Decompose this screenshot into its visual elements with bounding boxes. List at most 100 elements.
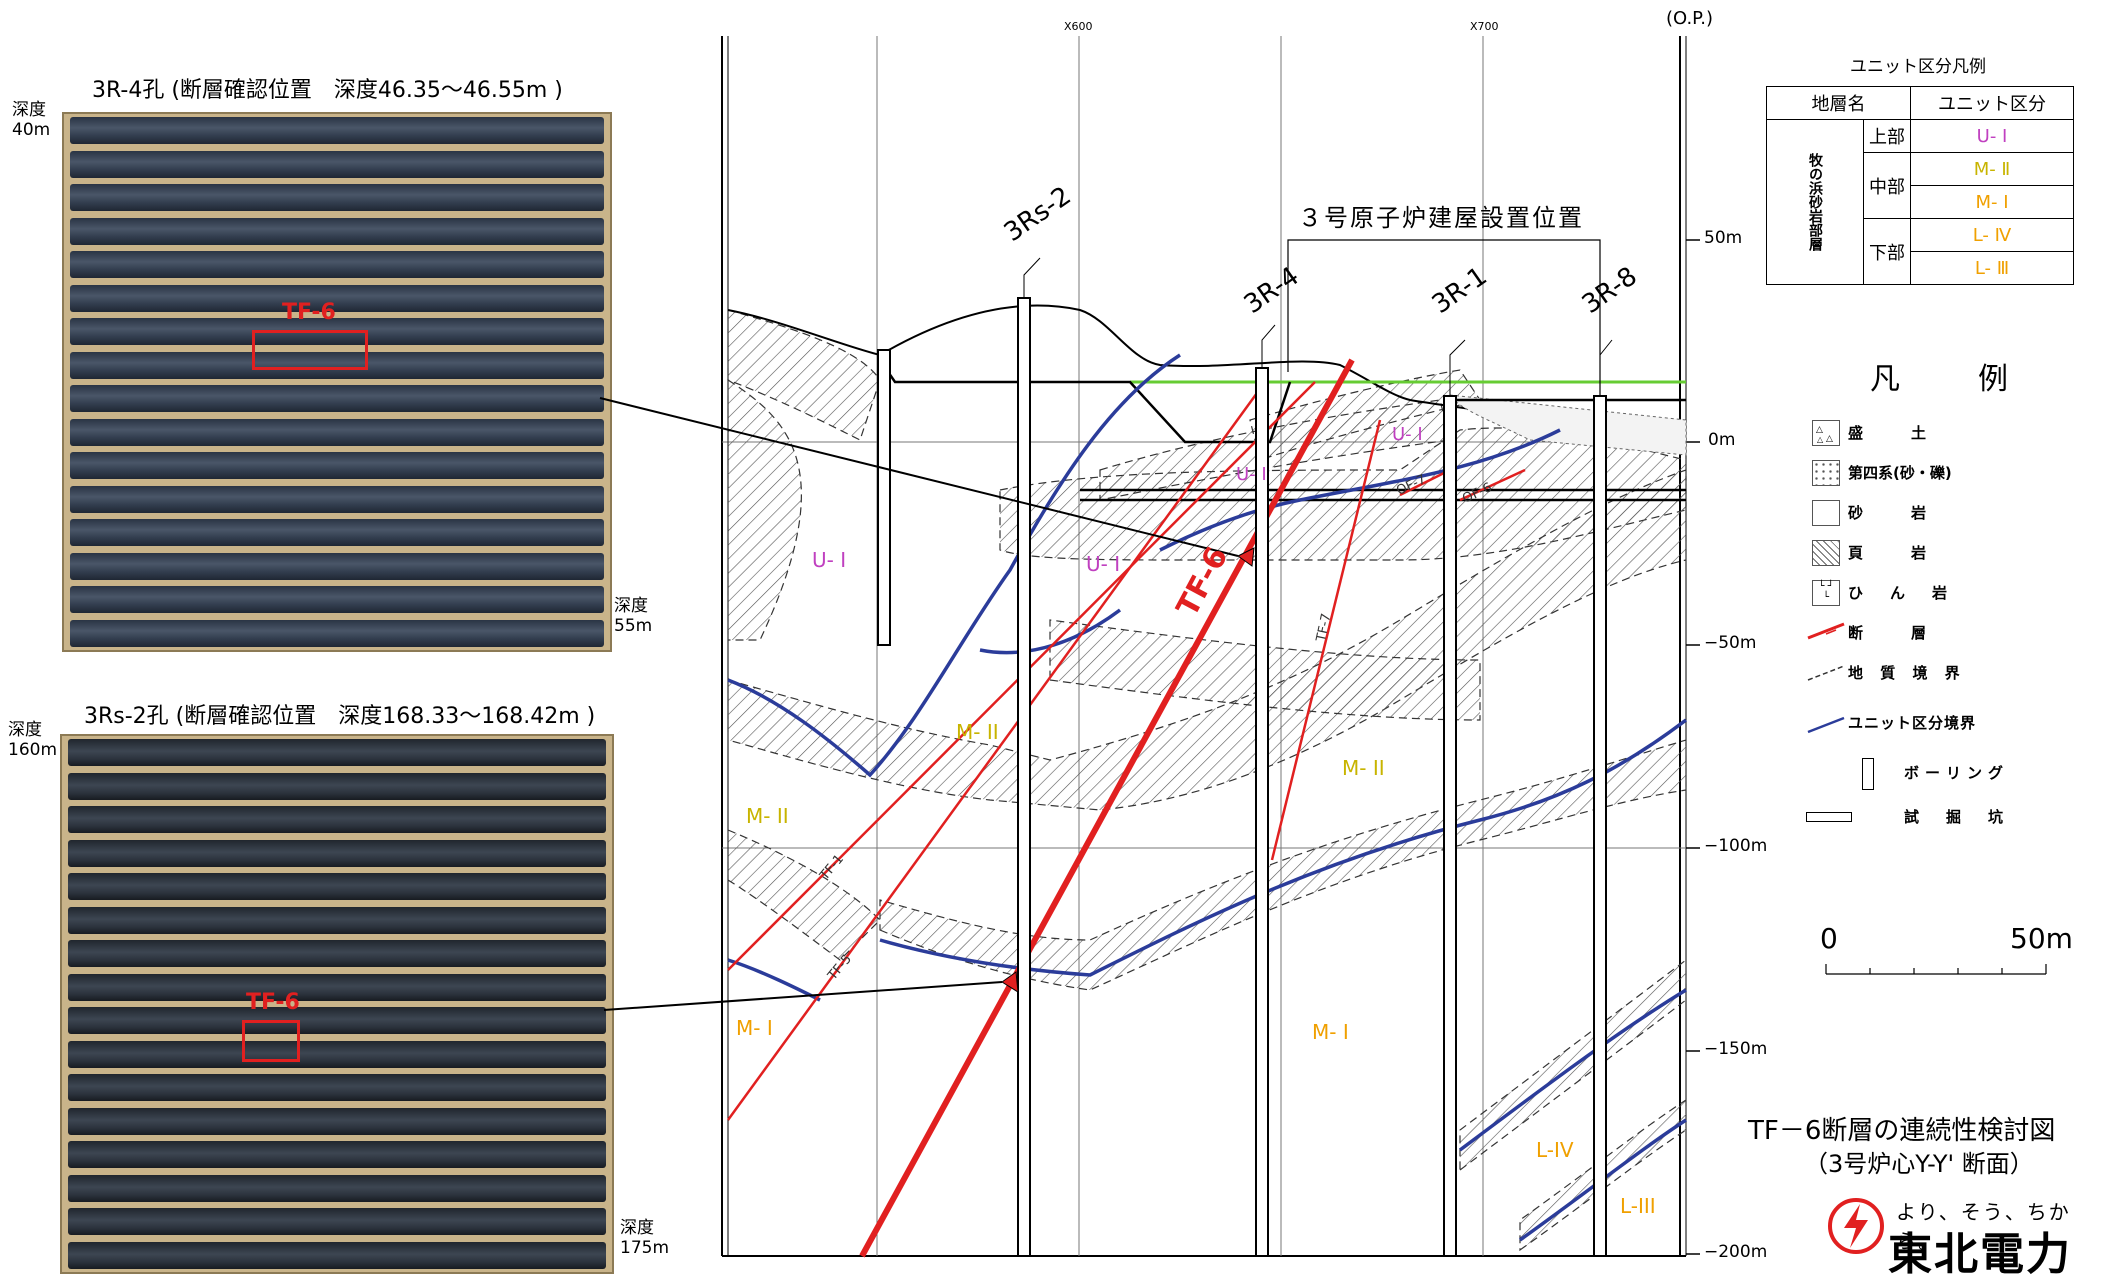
core-sample-row — [68, 1040, 606, 1068]
unit-label-u1-upper: U- I — [1236, 464, 1267, 485]
figure-title: TF－6断層の連続性検討図 — [1748, 1116, 2056, 1146]
core-sample-row — [68, 839, 606, 867]
core-sample-row — [68, 1208, 606, 1235]
unit-label-u1-right: U- I — [1392, 424, 1423, 445]
depth-label-top-end: 深度 55m — [614, 596, 653, 636]
legend-label-boring: ボーリング — [1904, 764, 2010, 782]
scale-label-max: 50m — [2010, 922, 2073, 955]
core-sample-row — [68, 906, 606, 934]
elev-tick-0: 0m — [1708, 430, 1736, 450]
brand-tagline: より、そう、ちから。 — [1896, 1200, 2071, 1253]
core-sample-row — [70, 619, 604, 647]
unit-table-title: ユニット区分凡例 — [1850, 57, 1986, 77]
geologic-boundary-icon — [1807, 665, 1845, 681]
core-photo-3rs2 — [60, 734, 614, 1274]
unit-table: 地層名 ユニット区分 牧の浜砂岩部層 上部 U- Ⅰ 中部 M- Ⅱ M- Ⅰ … — [1766, 86, 2074, 285]
op-label: (O.P.) — [1666, 8, 1713, 29]
unit-label-m2-right: M- II — [1342, 756, 1385, 780]
depth-label-bottom-start: 深度 160m — [8, 720, 58, 760]
legend-label-porphyrite: ひ ん 岩 — [1848, 584, 1954, 602]
depth-label-top-start: 深度 40m — [12, 100, 51, 140]
porphyrite-icon: └ ┘└ — [1812, 580, 1840, 606]
legend-label-quaternary: 第四系(砂・礫) — [1848, 464, 1952, 482]
unit-table-unit-m1: M- Ⅰ — [1910, 185, 2074, 219]
core-sample-row — [70, 452, 604, 479]
fill-icon: △△△ — [1812, 420, 1840, 446]
core-sample-row — [70, 351, 604, 379]
svg-text:△: △ — [1816, 425, 1823, 435]
core-sample-row — [68, 1007, 606, 1034]
unit-table-unit-l3: L- Ⅲ — [1910, 251, 2074, 285]
unit-label-l3: L-III — [1620, 1194, 1656, 1218]
svg-text:△: △ — [1826, 434, 1833, 444]
svg-text:△: △ — [1817, 435, 1824, 444]
core-sample-row — [68, 806, 606, 833]
fault-location-box-bottom — [242, 1020, 300, 1062]
unit-table-unit-l4: L- Ⅳ — [1910, 218, 2074, 252]
excavation-lines — [878, 359, 1686, 502]
legend-label-geologic-boundary: 地 質 境 界 — [1848, 664, 1966, 682]
unit-table-head-unit: ユニット区分 — [1910, 86, 2074, 120]
legend-label-test-adit: 試 掘 坑 — [1904, 808, 2010, 826]
core-sample-row — [70, 519, 604, 546]
unit-table-part-upper: 上部 — [1863, 119, 1911, 153]
elev-tick-minus150: −150m — [1704, 1039, 1768, 1059]
fault-label-bottom: TF-6 — [246, 990, 300, 1015]
x-tick-600: X600 — [1064, 20, 1093, 33]
core-sample-row — [70, 150, 604, 178]
core-sample-row — [70, 552, 604, 580]
core-photo-3r4 — [62, 112, 612, 652]
scale-label-zero: 0 — [1820, 922, 1838, 955]
fault-label-top: TF-6 — [282, 300, 336, 325]
legend-label-fault: 断 層 — [1848, 624, 1933, 642]
unit-label-l4: L-IV — [1536, 1138, 1574, 1162]
unit-table-head-strata: 地層名 — [1766, 86, 1911, 120]
correlation-arrows — [599, 397, 1239, 1011]
building-label: ３号原子炉建屋設置位置 — [1298, 204, 1584, 232]
legend-label-unit-boundary: ユニット区分境界 — [1848, 714, 1977, 732]
scale-bar — [1825, 964, 2047, 975]
unit-table-unit-u1: U- Ⅰ — [1910, 119, 2074, 153]
core-sample-row — [68, 940, 606, 967]
elev-tick-50: 50m — [1704, 228, 1743, 248]
x-tick-700: X700 — [1470, 20, 1499, 33]
core-sample-row — [70, 117, 604, 144]
core-sample-row — [70, 418, 604, 446]
elev-tick-minus200: −200m — [1704, 1242, 1768, 1262]
core-sample-row — [68, 772, 606, 800]
core-sample-row — [68, 739, 606, 766]
unit-table-part-lower: 下部 — [1863, 218, 1911, 285]
core-sample-row — [68, 1241, 606, 1269]
tohoku-electric-logo-icon — [1828, 1198, 1884, 1254]
core-sample-row — [70, 284, 604, 312]
core-sample-row — [70, 184, 604, 211]
unit-label-m2-left: M- II — [746, 804, 789, 828]
fault-location-box-top — [252, 330, 368, 370]
sandstone-icon — [1812, 500, 1840, 526]
shale-bands — [727, 309, 1687, 1252]
legend-label-fill: 盛 土 — [1848, 424, 1933, 442]
core-sample-row — [70, 385, 604, 412]
core-sample-row — [70, 485, 604, 513]
unit-boundary-icon — [1807, 716, 1845, 734]
elev-tick-minus100: −100m — [1704, 836, 1768, 856]
depth-label-bottom-end: 深度 175m — [620, 1218, 670, 1258]
core-sample-row — [68, 873, 606, 900]
unit-label-m1-left: M- I — [736, 1016, 773, 1040]
core-sample-row — [68, 1141, 606, 1168]
unit-boundaries — [727, 353, 1688, 1242]
building-outline — [1287, 239, 1601, 395]
shale-icon — [1812, 540, 1840, 566]
core-sample-row — [68, 1107, 606, 1135]
quaternary-icon — [1812, 460, 1840, 486]
figure-subtitle: （3号炉心Y-Y' 断面） — [1804, 1150, 2034, 1178]
brand-name: 東北電力 — [1888, 1229, 2072, 1280]
fault-icon — [1807, 622, 1845, 640]
boreholes — [877, 297, 1607, 1257]
unit-label-m2-center: M- II — [956, 720, 999, 744]
unit-label-u1-left: U- I — [812, 548, 847, 572]
core-photo-caption-top: 3R-4孔 (断層確認位置 深度46.35～46.55m ) — [92, 78, 563, 103]
core-sample-row — [68, 1074, 606, 1101]
unit-table-unit-m2: M- Ⅱ — [1910, 152, 2074, 186]
